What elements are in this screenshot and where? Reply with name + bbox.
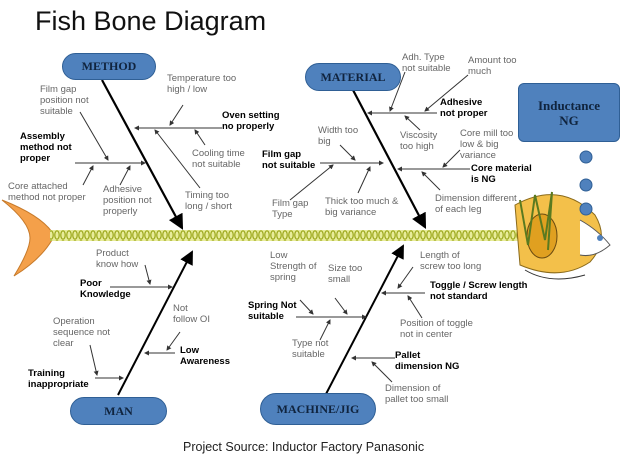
bubble <box>579 202 593 216</box>
cause-type: Type not suitable <box>292 338 329 360</box>
category-man: MAN <box>70 397 167 425</box>
cause-thick: Thick too much & big variance <box>325 196 399 218</box>
cause-amount: Amount too much <box>468 55 517 77</box>
cause-toggle-position: Position of toggle not in center <box>400 318 473 340</box>
cause-adhesive-position: Adhesive position not properly <box>103 184 152 217</box>
fish-tail <box>1 199 53 277</box>
diagram-title: Fish Bone Diagram <box>35 6 267 36</box>
cause-film-gap: Film gap not suitable <box>262 149 316 171</box>
cause-dimension-leg: Dimension different of each leg <box>435 193 517 215</box>
cause-pallet-small: Dimension of pallet too small <box>385 383 449 405</box>
cause-operation-sequence: Operation sequence not clear <box>53 316 111 349</box>
bubble <box>579 150 593 164</box>
cause-core-attached: Core attached method not proper <box>8 181 86 203</box>
cause-low-strength: Low Strength of spring <box>270 250 317 283</box>
cause-cooling-time: Cooling time not suitable <box>192 148 245 170</box>
cause-oven-setting: Oven setting no properly <box>222 110 280 132</box>
source-caption: Project Source: Inductor Factory Panason… <box>183 440 425 454</box>
cause-low-awareness: Low Awareness <box>180 345 230 367</box>
category-machine-jig: MACHINE/JIG <box>260 393 376 425</box>
cause-pallet-dimension: Pallet dimension NG <box>395 350 460 372</box>
fish-spine <box>50 230 520 241</box>
cause-not-follow-oi: Not follow OI <box>173 303 210 325</box>
category-material: MATERIAL <box>305 63 401 91</box>
cause-core-mill: Core mill too low & big variance <box>460 128 514 161</box>
cause-product-know-how: Product know how <box>96 248 139 270</box>
cause-assembly-method: Assembly method not proper <box>20 131 72 164</box>
effect-box: Inductance NG <box>518 83 620 142</box>
category-method: METHOD <box>62 53 156 80</box>
cause-film-gap-type: Film gap Type <box>272 198 309 220</box>
cause-viscosity: Viscosity too high <box>400 130 438 152</box>
cause-adhesive: Adhesive not proper <box>440 97 488 119</box>
cause-toggle-screw: Toggle / Screw length not standard <box>430 280 528 302</box>
cause-film-gap-position: Film gap position not suitable <box>40 84 89 117</box>
fish-head-icon <box>514 191 611 280</box>
cause-core-material: Core material is NG <box>471 163 532 185</box>
cause-width: Width too big <box>318 125 359 147</box>
cause-poor-knowledge: Poor Knowledge <box>80 278 131 300</box>
cause-training: Training inappropriate <box>28 368 89 390</box>
cause-temperature: Temperature too high / low <box>167 73 237 95</box>
cause-size-small: Size too small <box>328 263 363 285</box>
cause-spring: Spring Not suitable <box>248 300 297 322</box>
cause-adh-type: Adh. Type not suitable <box>402 52 451 74</box>
bubble <box>579 178 593 192</box>
cause-screw-length: Length of screw too long <box>420 250 482 272</box>
cause-timing: Timing too long / short <box>185 190 232 212</box>
